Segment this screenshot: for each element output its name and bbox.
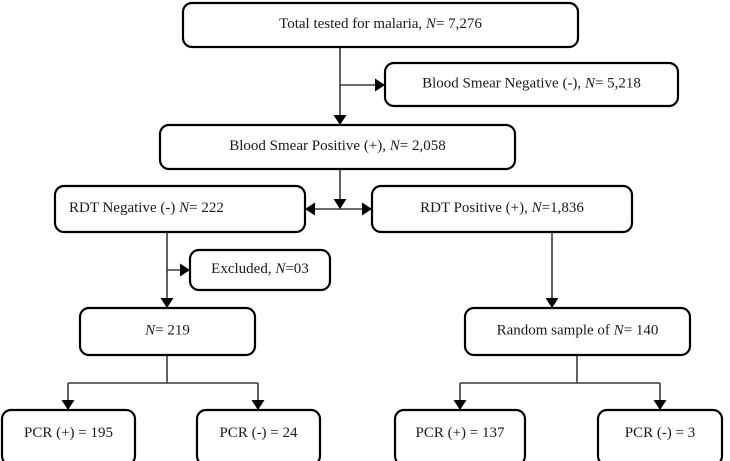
pcr-negative-3-box-outline [596, 408, 724, 461]
total-tested-box-label: Total tested for malaria, N= 7,276 [279, 16, 482, 32]
connector-total-to-smear-negative-arrowhead [375, 78, 385, 92]
blood-smear-negative-box-label: Blood Smear Negative (-), N= 5,218 [422, 76, 641, 92]
connector-n219-to-pcr-neg-24 [251, 383, 265, 410]
pcr-positive-195-box-outline [0, 408, 137, 461]
connector-split-to-rdt-positive [340, 202, 372, 216]
blood-smear-negative-box-outline [383, 61, 680, 108]
blood-smear-negative-box: Blood Smear Negative (-), N= 5,218 [383, 61, 680, 108]
rdt-positive-box: RDT Positive (+), N=1,836 [370, 184, 634, 234]
connector-n219-to-pcr-pos-195-arrowhead [61, 400, 75, 410]
total-tested-box-outline [181, 1, 580, 49]
connector-rdt-negative-to-excluded-arrowhead [180, 263, 190, 277]
connector-rdt-negative-to-excluded [167, 263, 190, 277]
connector-split-to-rdt-positive-arrowhead [362, 202, 372, 216]
connector-rdt-positive-to-random-sample-arrowhead [545, 298, 559, 308]
excluded-box-label: Excluded, N=03 [211, 261, 309, 277]
random-sample-box: Random sample of N= 140 [463, 306, 692, 357]
connector-total-to-smear-negative [340, 78, 385, 92]
connector-total-to-trunk [333, 47, 347, 125]
connector-split-to-rdt-negative [305, 202, 340, 216]
n-219-box: N= 219 [78, 306, 257, 357]
rdt-positive-box-label: RDT Positive (+), N=1,836 [420, 200, 584, 216]
total-tested-box: Total tested for malaria, N= 7,276 [181, 1, 580, 49]
connector-rdt-positive-to-random-sample [545, 232, 559, 308]
connector-smear-positive-to-split-arrowhead [333, 199, 347, 209]
rdt-negative-box: RDT Negative (-) N= 222 [53, 184, 307, 234]
pcr-positive-195-box: PCR (+) = 195 [0, 408, 137, 461]
connector-layer [61, 47, 667, 410]
excluded-box: Excluded, N=03 [188, 248, 332, 292]
blood-smear-positive-box-outline [158, 123, 517, 171]
connector-rdt-negative-to-n219-arrowhead [160, 298, 174, 308]
connector-smear-positive-to-split [333, 169, 347, 209]
pcr-negative-24-box-label: PCR (-) = 24 [219, 425, 298, 441]
connector-random-to-pcr-neg-3-arrowhead [653, 400, 667, 410]
blood-smear-positive-box-label: Blood Smear Positive (+), N= 2,058 [229, 138, 446, 154]
pcr-negative-24-box-outline [195, 408, 322, 461]
connector-n219-to-pcr-pos-195 [61, 383, 75, 410]
connector-random-to-pcr-pos-137 [453, 383, 467, 410]
pcr-negative-24-box: PCR (-) = 24 [195, 408, 322, 461]
pcr-positive-195-box-label: PCR (+) = 195 [24, 425, 113, 441]
rdt-negative-box-outline [53, 184, 307, 234]
n-219-box-outline [78, 306, 257, 357]
pcr-negative-3-box-label: PCR (-) = 3 [625, 425, 696, 441]
rdt-negative-box-label: RDT Negative (-) N= 222 [69, 200, 224, 216]
connector-random-to-pcr-pos-137-arrowhead [453, 400, 467, 410]
pcr-positive-137-box-label: PCR (+) = 137 [415, 425, 505, 441]
connector-split-to-rdt-negative-arrowhead [305, 202, 315, 216]
blood-smear-positive-box: Blood Smear Positive (+), N= 2,058 [158, 123, 517, 171]
pcr-positive-137-box: PCR (+) = 137 [393, 408, 527, 461]
random-sample-box-outline [463, 306, 692, 357]
random-sample-box-label: Random sample of N= 140 [497, 323, 659, 339]
rdt-positive-box-outline [370, 184, 634, 234]
pcr-negative-3-box: PCR (-) = 3 [596, 408, 724, 461]
n-219-box-label: N= 219 [144, 323, 190, 339]
pcr-positive-137-box-outline [393, 408, 527, 461]
excluded-box-outline [188, 248, 332, 292]
connector-total-to-trunk-arrowhead [333, 115, 347, 125]
connector-n219-to-pcr-neg-24-arrowhead [251, 400, 265, 410]
connector-random-to-pcr-neg-3 [653, 383, 667, 410]
